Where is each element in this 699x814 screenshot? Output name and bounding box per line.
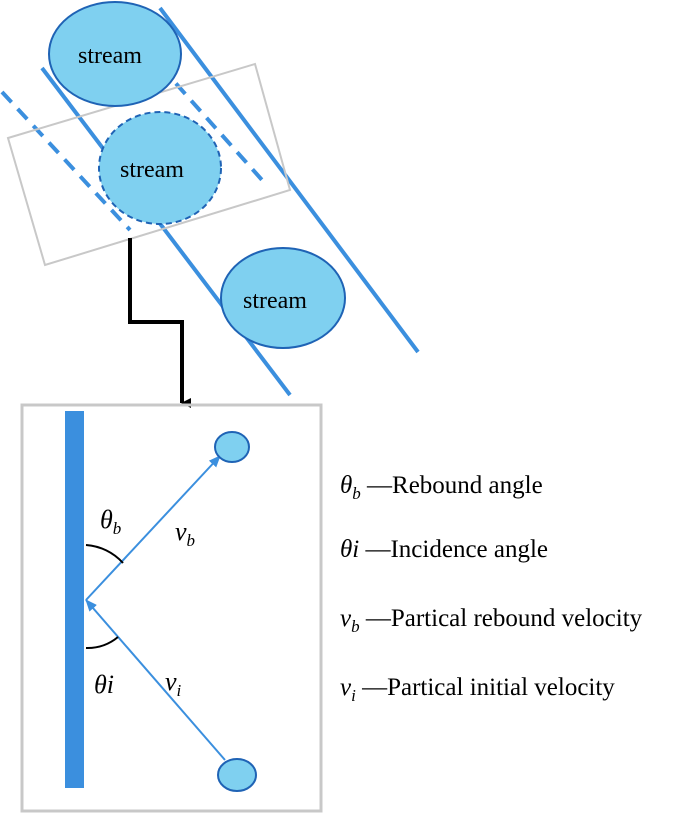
v-i-label: vi — [165, 667, 182, 700]
stream-middle: stream — [98, 111, 222, 225]
incidence-angle-arc — [85, 636, 119, 650]
incident-velocity-vector — [85, 599, 226, 761]
stream-middle-label: stream — [120, 157, 184, 183]
stream-top-label: stream — [78, 43, 142, 69]
legend-item-rebound-velocity: vb —Partical rebound velocity — [340, 605, 643, 636]
theta-i-label: θi — [94, 670, 114, 699]
theta-b-label: θb — [100, 505, 121, 538]
stream-bottom-ellipse — [220, 247, 346, 349]
stream-bottom: stream — [220, 247, 346, 349]
stream-bottom-label: stream — [243, 288, 307, 314]
legend-item-initial-velocity: vi —Partical initial velocity — [340, 674, 615, 705]
detail-frame — [20, 403, 323, 813]
zoom-connector-arrow — [128, 238, 191, 408]
rebound-angle-arc — [85, 544, 124, 564]
particle-rebound — [214, 431, 250, 463]
stream-top: stream — [48, 1, 182, 107]
legend-item-incidence-angle: θi —Incidence angle — [340, 536, 548, 563]
stream-top-ellipse — [48, 1, 182, 107]
channel-dashed-left — [0, 90, 132, 232]
v-b-label: vb — [175, 517, 195, 550]
wall — [65, 411, 84, 788]
particle-initial — [217, 758, 257, 792]
stream-middle-ellipse — [98, 111, 222, 225]
channel-line-right-outer — [158, 6, 420, 354]
selection-frame — [6, 62, 292, 267]
rebound-velocity-vector — [85, 455, 221, 601]
legend: θb —Rebound angle θi —Incidence angle vb… — [340, 472, 643, 705]
legend-item-rebound-angle: θb —Rebound angle — [340, 472, 543, 503]
